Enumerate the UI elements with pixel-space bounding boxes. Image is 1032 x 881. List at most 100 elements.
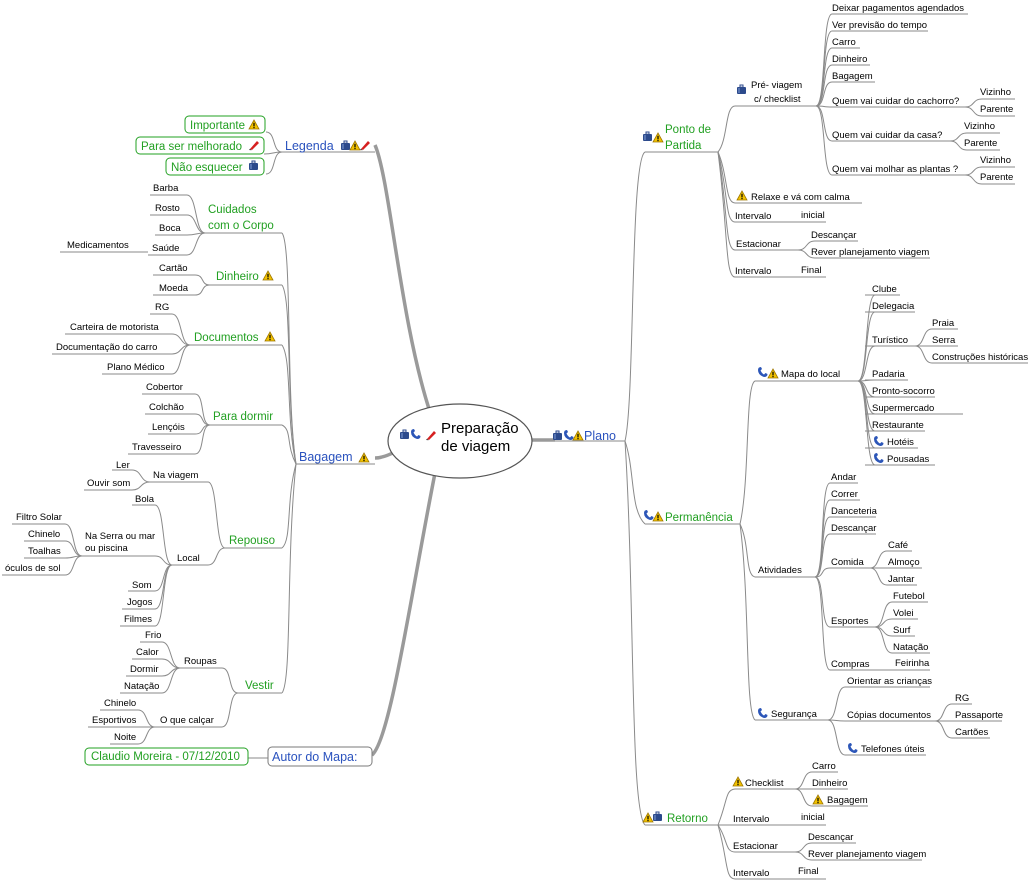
list-item[interactable]: Som [132,580,152,591]
list-item[interactable]: Cópias documentos [847,710,931,721]
mapa-local-node[interactable]: Mapa do local [758,367,840,380]
list-item[interactable]: Passaporte [955,710,1003,721]
na-viagem-node[interactable]: Na viagem [153,470,198,481]
list-item[interactable]: Bola [135,494,155,505]
dinheiro-node[interactable]: Dinheiro [216,270,274,283]
list-item[interactable]: Bagagem [812,794,868,806]
list-item[interactable]: Compras [831,659,870,670]
legend-item-nao-esquecer[interactable]: Não esquecer [165,157,265,176]
plano-branch[interactable]: Plano [552,429,616,443]
list-item[interactable]: Frio [145,630,161,641]
legend-branch[interactable]: Legenda [285,139,370,153]
list-item[interactable]: Delegacia [872,301,915,312]
list-item[interactable]: Carro [812,761,836,772]
list-item[interactable]: Chinelo [104,698,136,709]
calcar-node[interactable]: O que calçar [160,715,214,726]
serra-node-line2[interactable]: ou piscina [85,543,128,554]
seguranca-node[interactable]: Segurança [758,708,818,720]
list-item[interactable]: Orientar as crianças [847,676,932,687]
list-item[interactable]: Natação [124,681,159,692]
list-item[interactable]: Filtro Solar [16,512,62,523]
list-item[interactable]: Carro [832,37,856,48]
serra-node-line1[interactable]: Na Serra ou mar [85,531,155,542]
list-item[interactable]: Descançar [811,230,856,241]
list-item[interactable]: Surf [893,625,911,636]
list-item[interactable]: Andar [831,472,856,483]
legend-item-melhorado[interactable]: Para ser melhorado [135,136,265,155]
list-item[interactable]: Correr [831,489,858,500]
list-item[interactable]: Documentação do carro [56,342,157,353]
list-item[interactable]: Telefones úteis [848,743,925,755]
list-item[interactable]: inicial [801,210,825,221]
list-item[interactable]: Cobertor [146,382,183,393]
list-item[interactable]: Jantar [888,574,914,585]
list-item[interactable]: Comida [831,557,864,568]
estacionar-node[interactable]: Estacionar [733,841,778,852]
list-item[interactable]: Parente [980,172,1013,183]
list-item[interactable]: Praia [932,318,955,329]
autor-branch[interactable]: Autor do Mapa: [267,746,373,767]
list-item[interactable]: Boca [159,223,181,234]
list-item[interactable]: Toalhas [28,546,61,557]
list-item[interactable]: Clube [872,284,897,295]
list-item[interactable]: Futebol [893,591,925,602]
list-item[interactable]: Esportes [831,616,869,627]
list-item[interactable]: Natação [893,642,928,653]
list-item[interactable]: inicial [801,812,825,823]
list-item[interactable]: Medicamentos [67,240,129,251]
repouso-node[interactable]: Repouso [229,535,275,547]
intervalo-node[interactable]: Intervalo [733,868,769,879]
list-item[interactable]: Construções históricas [932,352,1028,363]
list-item[interactable]: Dinheiro [832,54,867,65]
documentos-node[interactable]: Documentos [194,331,276,344]
list-item[interactable]: Parente [980,104,1013,115]
autor-value-node[interactable]: Claudio Moreira - 07/12/2010 [84,747,249,766]
list-item[interactable]: Turístico [872,335,908,346]
list-item[interactable]: Vizinho [964,121,995,132]
local-node[interactable]: Local [177,553,200,564]
list-item[interactable]: RG [955,693,969,704]
question-item[interactable]: Quem vai molhar as plantas ? [832,164,958,175]
permanencia-node[interactable]: Permanência [644,510,733,524]
ponto-partida-node[interactable]: Ponto de Partida [642,124,711,152]
list-item[interactable]: Moeda [159,283,189,294]
cuidados-node[interactable]: Cuidados com o Corpo [208,204,274,232]
list-item[interactable]: Calor [136,647,159,658]
list-item[interactable]: Supermercado [872,403,934,414]
list-item[interactable]: Esportivos [92,715,137,726]
list-item[interactable]: Rever planejamento viagem [808,849,926,860]
list-item[interactable]: Saúde [152,243,179,254]
list-item[interactable]: Café [888,540,908,551]
list-item[interactable]: Serra [932,335,956,346]
list-item[interactable]: RG [155,302,169,313]
list-item[interactable]: Padaria [872,369,905,380]
list-item[interactable]: Cartões [955,727,989,738]
relaxe-node[interactable]: Relaxe e vá com calma [736,190,850,203]
list-item[interactable]: Travesseiro [132,442,181,453]
list-item[interactable]: Lençóis [152,422,185,433]
vestir-node[interactable]: Vestir [245,680,274,692]
list-item[interactable]: Descançar [831,523,876,534]
list-item[interactable]: Colchão [149,402,184,413]
list-item[interactable]: Ver previsão do tempo [832,20,927,31]
list-item[interactable]: Plano Médico [107,362,165,373]
list-item[interactable]: Ler [116,460,130,471]
list-item[interactable]: Chinelo [28,529,60,540]
list-item[interactable]: Vizinho [980,155,1011,166]
root-node[interactable]: Preparação de viagem [387,403,533,479]
list-item[interactable]: Bagagem [832,71,873,82]
intervalo-node[interactable]: Intervalo [735,266,771,277]
intervalo-node[interactable]: Intervalo [735,211,771,222]
list-item[interactable]: Barba [153,183,179,194]
list-item[interactable]: Danceteria [831,506,878,517]
atividades-node[interactable]: Atividades [758,565,802,576]
legend-item-importante[interactable]: Importante [184,115,266,134]
list-item[interactable]: Final [798,866,819,877]
list-item[interactable]: Volei [893,608,914,619]
list-item[interactable]: Dinheiro [812,778,847,789]
list-item[interactable]: Noite [114,732,136,743]
retorno-node[interactable]: Retorno [642,811,708,825]
list-item[interactable]: Jogos [127,597,153,608]
list-item[interactable]: Restaurante [872,420,924,431]
list-item[interactable]: Almoço [888,557,920,568]
